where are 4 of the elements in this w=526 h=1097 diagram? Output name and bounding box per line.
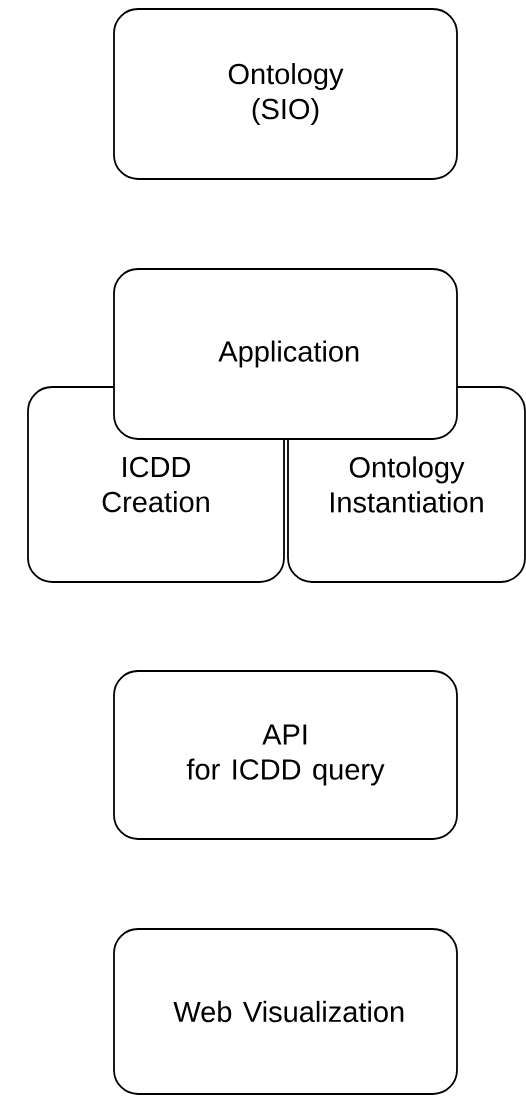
rounded-box: Web Visualization	[113, 928, 458, 1095]
rounded-box: Ontology (SIO)	[113, 8, 458, 180]
rounded-box: API for ICDD query	[113, 670, 458, 840]
rounded-box: Application	[113, 268, 458, 440]
